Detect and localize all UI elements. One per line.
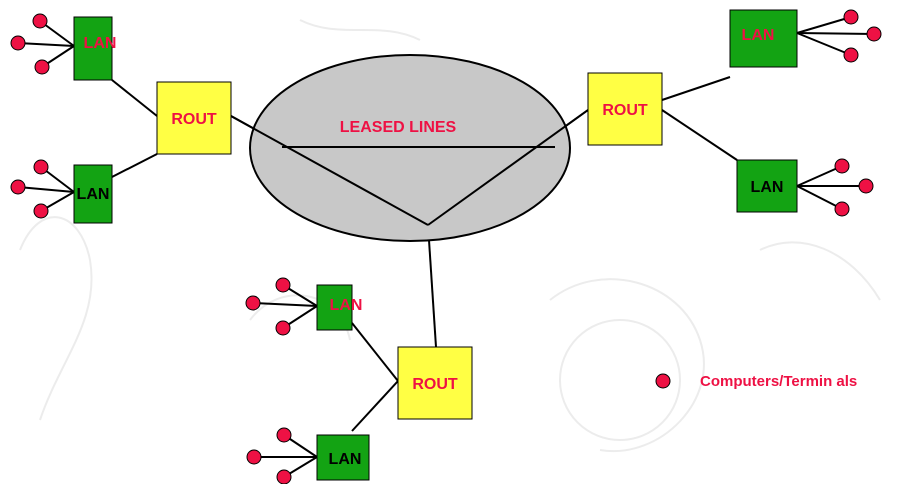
terminal-dot-icon <box>276 469 292 484</box>
lan-label: LAN <box>329 451 362 468</box>
terminal-dot-icon <box>858 178 874 194</box>
terminal-dot-icon <box>655 373 671 389</box>
lan-top-left: LAN <box>73 16 117 81</box>
lan-bottom-left: LAN <box>73 164 113 224</box>
lan-label: LAN <box>84 35 117 52</box>
terminal-dot-icon <box>10 35 26 51</box>
terminal-dot-icon <box>843 9 859 25</box>
router-left: ROUT <box>156 81 232 155</box>
terminal-dot-icon <box>10 179 26 195</box>
lan-label: LAN <box>330 297 363 314</box>
lan-bottom-right: LAN <box>736 159 798 213</box>
lan-top-right: LAN <box>729 9 798 68</box>
lan-bottom: LAN <box>316 434 370 481</box>
legend: Computers/Termin als <box>655 373 857 390</box>
router-label: ROUT <box>171 111 217 128</box>
cloud-link <box>427 109 589 226</box>
router-label: ROUT <box>412 376 458 393</box>
terminal-dot-icon <box>275 277 291 293</box>
cloud-link <box>230 115 429 226</box>
lan-label: LAN <box>742 27 775 44</box>
terminal-dot-icon <box>276 427 292 443</box>
terminals <box>10 9 882 484</box>
lan-middle-bottom: LAN <box>316 284 363 331</box>
terminal-dot-icon <box>34 59 50 75</box>
lan-label: LAN <box>77 186 110 203</box>
terminal-dot-icon <box>834 201 850 217</box>
terminal-dot-icon <box>834 158 850 174</box>
router-bottom: ROUT <box>397 346 473 420</box>
terminal-dot-icon <box>32 13 48 29</box>
router-right: ROUT <box>587 72 663 146</box>
legend-label: Computers/Termin als <box>700 373 857 390</box>
terminal-dot-icon <box>246 449 262 465</box>
cloud-label: LEASED LINES <box>340 119 457 136</box>
terminal-dot-icon <box>275 320 291 336</box>
terminal-dot-icon <box>843 47 859 63</box>
terminal-dot-icon <box>245 295 261 311</box>
router-label: ROUT <box>602 102 648 119</box>
terminal-dot-icon <box>33 203 49 219</box>
background-sketch <box>19 19 881 453</box>
lan-label: LAN <box>751 179 784 196</box>
terminal-dot-icon <box>33 159 49 175</box>
terminal-dot-icon <box>866 26 882 42</box>
